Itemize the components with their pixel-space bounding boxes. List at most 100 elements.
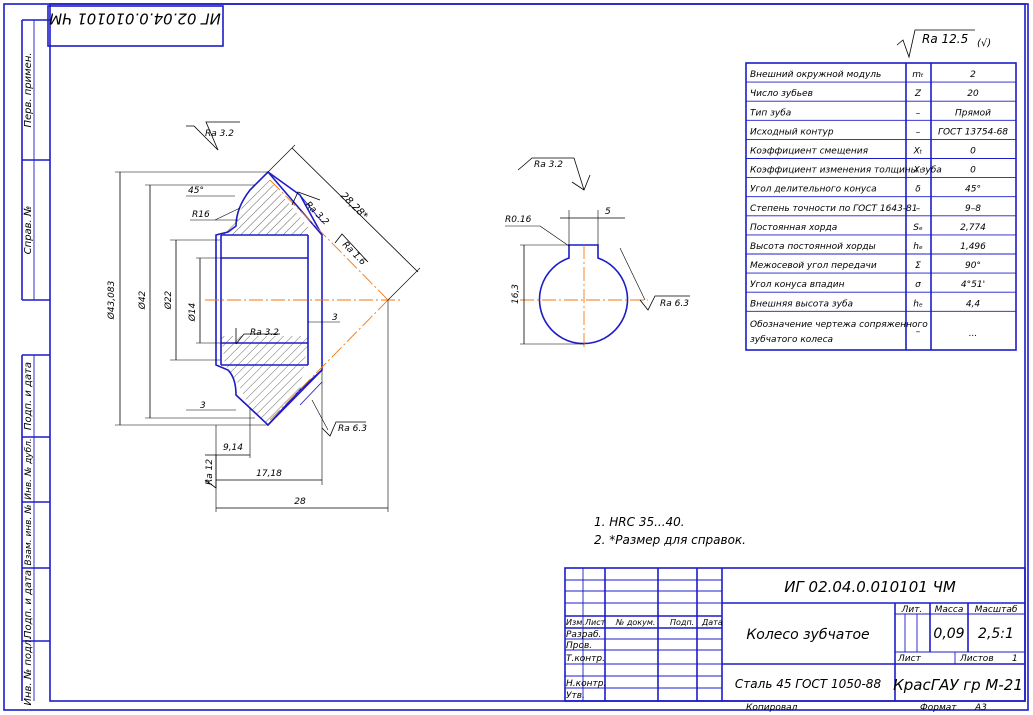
top-stamp-code: ИГ 02.04.0.010101 ЧМ [49,10,221,28]
param-symbol: δ [915,185,921,195]
params-last-row: Обозначение чертежа сопряженного зубчато… [750,320,977,345]
roughness-bottom-mark: Ra 6.3 [311,399,367,437]
tb-part-name: Колесо зубчатое [746,627,869,643]
param-name: Исходный контур [750,127,834,137]
note-2: 2. *Размер для справок. [594,533,746,547]
dim-9-14: 9,14 [223,443,243,453]
tb-org: КрасГАУ гр М-21 [893,676,1023,694]
param-symbol: Sₑ [913,223,923,233]
param-name: Внешний окружной модуль [750,70,881,80]
general-roughness: Ra 12.5 (√) [896,29,991,59]
param-symbol: – [916,108,921,118]
svg-text:Ra 3.2: Ra 3.2 [303,200,331,228]
left-strip: Перв. примен. Справ. № Подп. и дата Инв.… [21,19,50,706]
tb-izm: Изм. [566,618,585,627]
param-name: Коэффициент изменения толщины зуба [750,166,942,176]
tb-nkontr: Н.контр. [566,679,606,689]
param-symbol: hₑ [913,299,923,309]
roughness-hub-face-mark: Ra 12 [204,454,217,489]
keyway-contour [538,244,629,345]
param-value: Прямой [955,108,991,118]
param-value: 2 [970,70,976,80]
tb-listov: Листов [959,654,994,664]
top-stamp-box [47,5,224,47]
svg-text:Ra 3.2: Ra 3.2 [534,160,563,170]
svg-text:Ra 6.3: Ra 6.3 [338,424,367,434]
outer-frame [3,3,1029,711]
general-roughness-value: Ra 12.5 [922,32,968,46]
params-last-symbol: – [916,327,921,337]
params-last-line1: Обозначение чертежа сопряженного [750,320,928,330]
roughness-bore-mark: Ra 3.2 [235,328,280,345]
param-value: 20 [967,89,979,99]
tb-mass-value: 0,09 [933,626,964,642]
tb-n-dokum: № докум. [615,618,655,627]
param-symbol: Σ [915,261,921,271]
tb-listov-value: 1 [1012,654,1018,664]
tb-format-value: А3 [974,703,987,713]
dim-r16: R16 [192,210,210,220]
param-symbol: Xₜ [913,166,923,176]
dim-17-18: 17,18 [256,469,282,479]
dim-28: 28 [294,497,306,507]
tb-razrab: Разраб. [566,630,601,640]
dim-key-height: 16,3 [511,284,521,304]
strip-sprav: Справ. № [23,206,34,255]
tb-scale-value: 2,5:1 [978,626,1014,642]
dim-dia-42: Ø42 [137,290,148,310]
params-table-grid [745,62,1017,351]
tb-list-col: Лист [584,618,606,627]
tb-lit: Лит. [901,605,923,615]
title-block: Изм. Лист № докум. Подп. Дата Разраб. Пр… [564,567,1026,702]
param-symbol: hₑ [913,242,923,252]
tb-list: Лист [897,654,922,664]
dim-slant: 28,28* [338,190,370,222]
tb-podp: Подп. [670,618,694,627]
tb-prov: Пров. [566,641,592,651]
param-value: 2,774 [960,223,986,233]
svg-text:Ra 3.2: Ra 3.2 [205,129,234,139]
param-value: ГОСТ 13754-68 [938,127,1008,137]
strip-inv-dubl: Инв. № дубл. [24,438,34,500]
params-last-line2: зубчатого колеса [750,335,833,345]
tb-designation: ИГ 02.04.0.010101 ЧМ [784,578,956,596]
param-name: Высота постоянной хорды [750,242,876,252]
tb-format: Формат [920,703,957,713]
param-value: 4°51' [961,280,985,290]
svg-text:Ra 3.2: Ra 3.2 [250,328,279,338]
param-name: Число зубьев [750,89,813,99]
strip-podp-data-2: Подп. и дата [23,570,34,638]
param-value: 4,4 [966,299,981,309]
param-value: 1,496 [960,242,986,252]
param-symbol: – [916,127,921,137]
dim-outer-dia: Ø43,083 [106,280,117,320]
strip-podp-data-1: Подп. и дата [23,362,34,430]
param-name: Внешняя высота зуба [750,299,853,309]
tb-masshtab: Масштаб [975,605,1018,615]
param-name: Тип зуба [750,108,791,118]
param-name: Постоянная хорда [750,223,837,233]
tb-tkontr: Т.контр. [566,654,605,664]
params-last-value: ... [969,329,978,339]
svg-text:Ra 1.6: Ra 1.6 [340,240,368,268]
roughness-keyway-top-mark: Ra 3.2 [517,157,591,191]
note-1: 1. HRC 35...40. [594,515,685,529]
dim-3-bottom: 3 [200,401,206,411]
gear-section-view: Ø43,083 Ø42 Ø22 Ø14 28,28* 45° R16 Ra 3.… [106,121,421,512]
svg-text:Ra 12: Ra 12 [205,459,215,485]
inner-frame [49,3,1026,702]
param-name: Угол конуса впадин [750,280,845,290]
tb-utv: Утв. [566,691,585,701]
strip-inv-podl: Инв. № подл. [23,637,34,706]
param-value: 45° [965,185,981,195]
param-symbol: σ [915,280,921,290]
svg-text:Ra 6.3: Ra 6.3 [660,299,689,309]
dim-key-radius: R0.16 [505,215,532,225]
general-roughness-suffix: (√) [977,38,991,49]
keyway-view: Ra 3.2 5 R0.16 16,3 Ra 6.3 [505,157,690,350]
dim-dia-14: Ø14 [187,302,198,322]
dim-3-top: 3 [332,313,338,323]
hatch-upper [221,178,308,235]
